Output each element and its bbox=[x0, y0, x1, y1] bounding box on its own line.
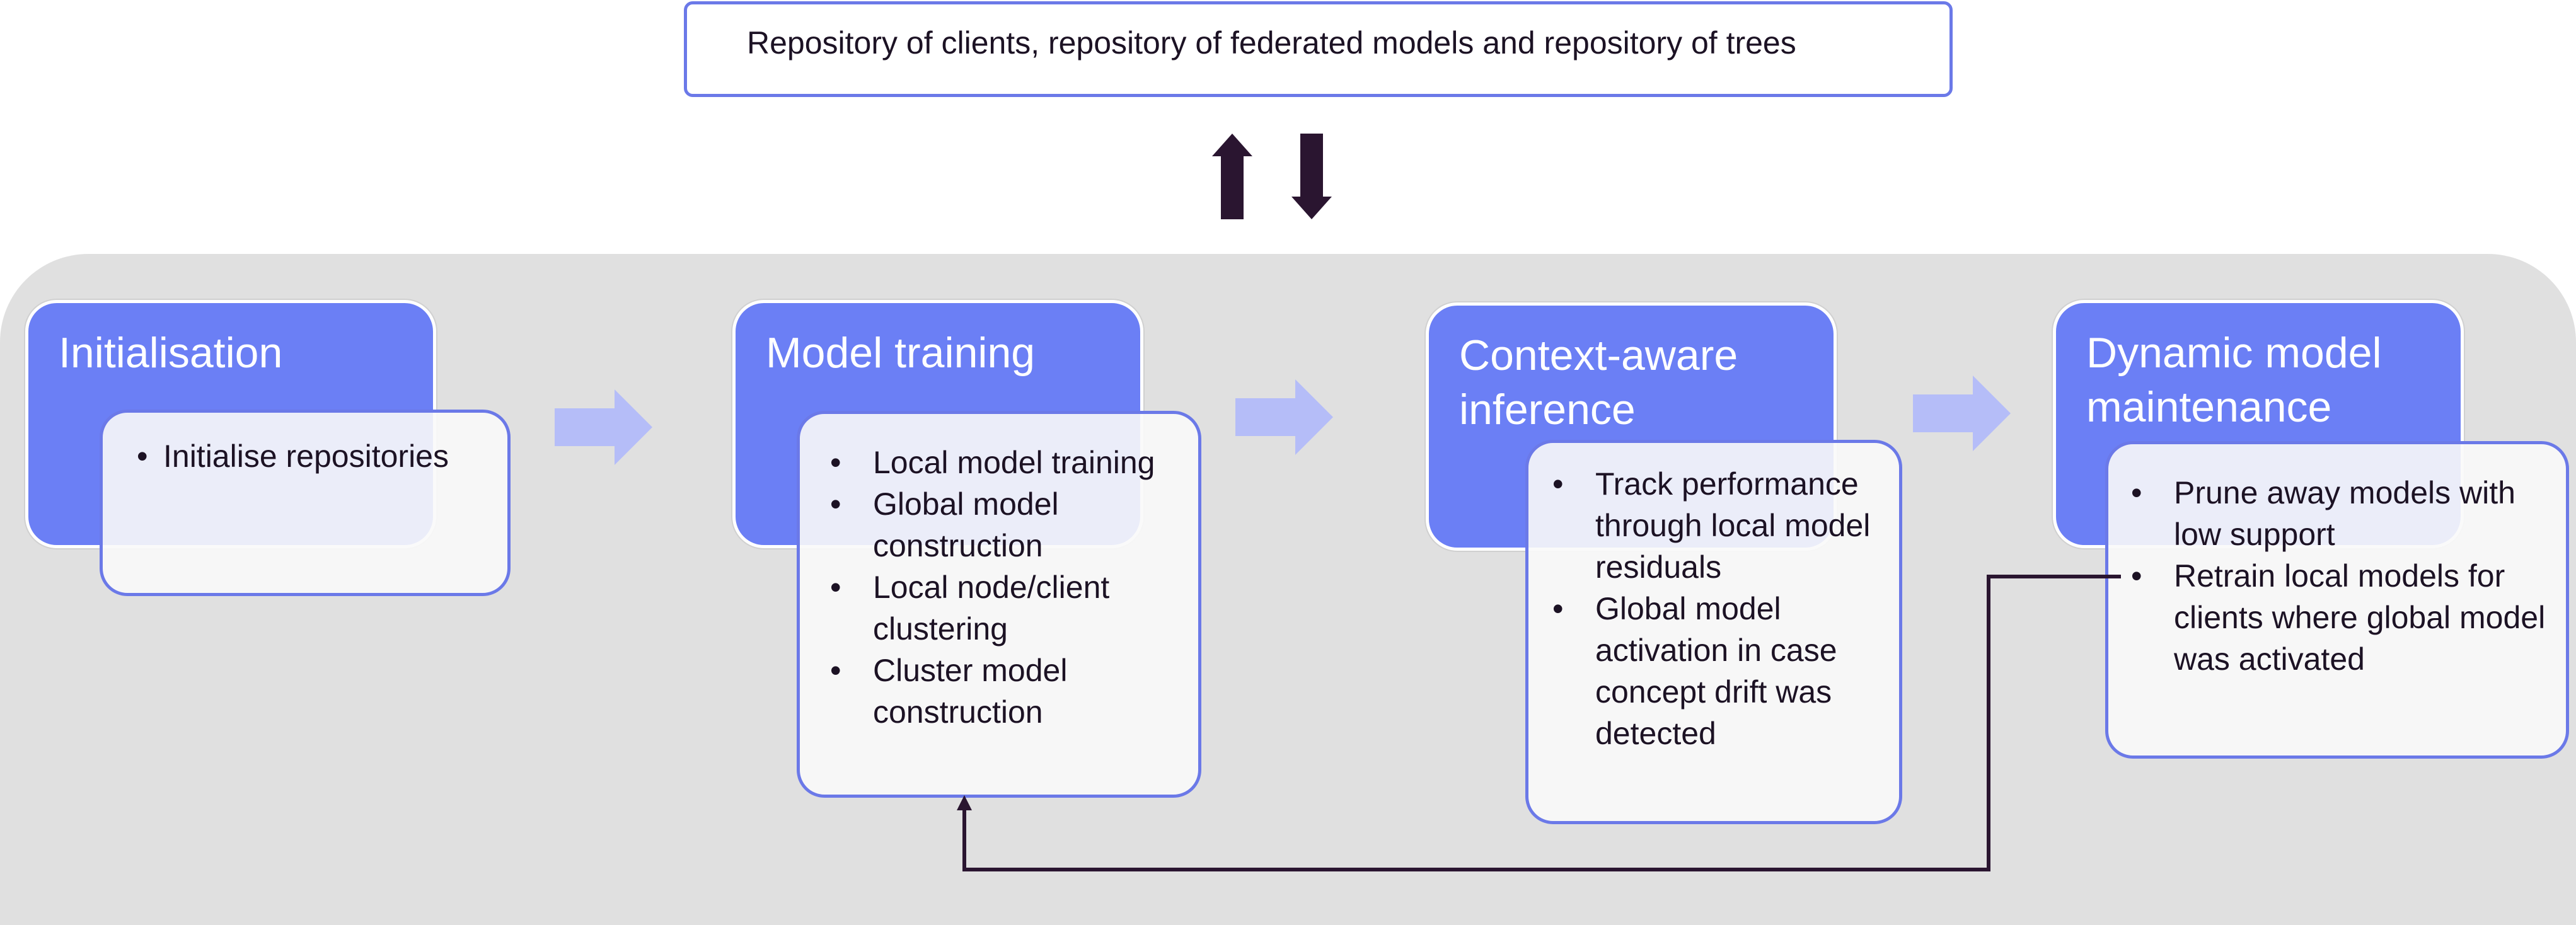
stage-initialisation-details: Initialise repositories bbox=[100, 410, 511, 596]
stage-title: Context-aware inference bbox=[1459, 331, 1738, 434]
bullet-list: Prune away models with low support Retra… bbox=[2131, 472, 2560, 680]
list-item: Cluster model construction bbox=[830, 650, 1196, 733]
list-item: Initialise repositories bbox=[137, 435, 449, 477]
list-item: Retrain local models for clients where g… bbox=[2131, 555, 2560, 680]
down-arrow-icon bbox=[1291, 134, 1332, 219]
bullet-list: Initialise repositories bbox=[137, 435, 449, 477]
bullet-list: Track performance through local model re… bbox=[1552, 463, 1893, 754]
stage-dynamic-model-maintenance-details: Prune away models with low support Retra… bbox=[2105, 441, 2569, 759]
repository-label: Repository of clients, repository of fed… bbox=[747, 25, 1796, 60]
list-item: Local node/client clustering bbox=[830, 566, 1196, 650]
feedback-arrowhead-icon bbox=[957, 795, 972, 810]
feedback-line bbox=[962, 575, 2121, 871]
stage-context-aware-inference-details: Track performance through local model re… bbox=[1525, 440, 1902, 824]
list-item: Local model training bbox=[830, 442, 1196, 483]
stage-title: Model training bbox=[766, 329, 1036, 377]
list-item: Global model construction bbox=[830, 483, 1196, 566]
list-item: Prune away models with low support bbox=[2131, 472, 2560, 555]
list-item: Track performance through local model re… bbox=[1552, 463, 1893, 588]
flow-arrow-icon bbox=[555, 389, 652, 465]
up-arrow-icon bbox=[1212, 134, 1252, 219]
stage-title: Initialisation bbox=[59, 329, 283, 377]
stage-model-training-details: Local model training Global model constr… bbox=[797, 411, 1201, 798]
stage-title: Dynamic model maintenance bbox=[2086, 329, 2382, 431]
list-item: Global model activation in case concept … bbox=[1552, 588, 1893, 754]
repository-box: Repository of clients, repository of fed… bbox=[684, 1, 1953, 97]
flow-arrow-icon bbox=[1913, 376, 2011, 451]
bullet-list: Local model training Global model constr… bbox=[830, 442, 1196, 733]
flow-arrow-icon bbox=[1235, 379, 1333, 455]
